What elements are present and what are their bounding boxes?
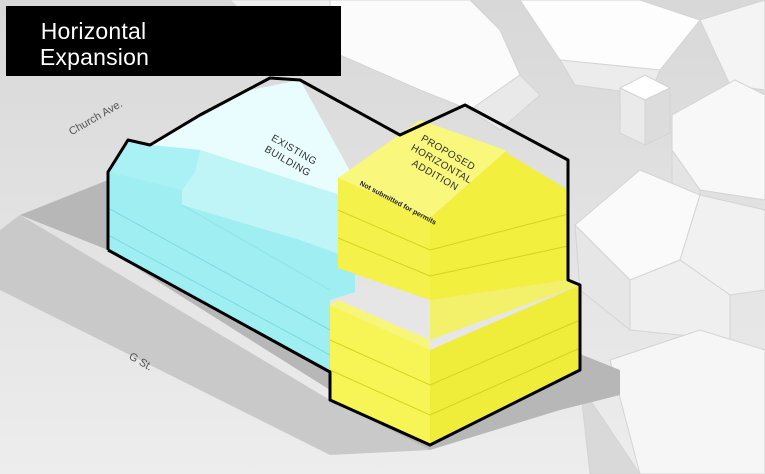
title-line-2: Expansion xyxy=(39,44,150,70)
existing-building xyxy=(107,80,355,372)
street-edge xyxy=(0,215,430,455)
title-box: Horizontal Expansion xyxy=(6,6,341,76)
title-line-1: Horizontal xyxy=(40,18,147,44)
context-buildings xyxy=(229,0,765,474)
massing-outline xyxy=(106,76,582,447)
